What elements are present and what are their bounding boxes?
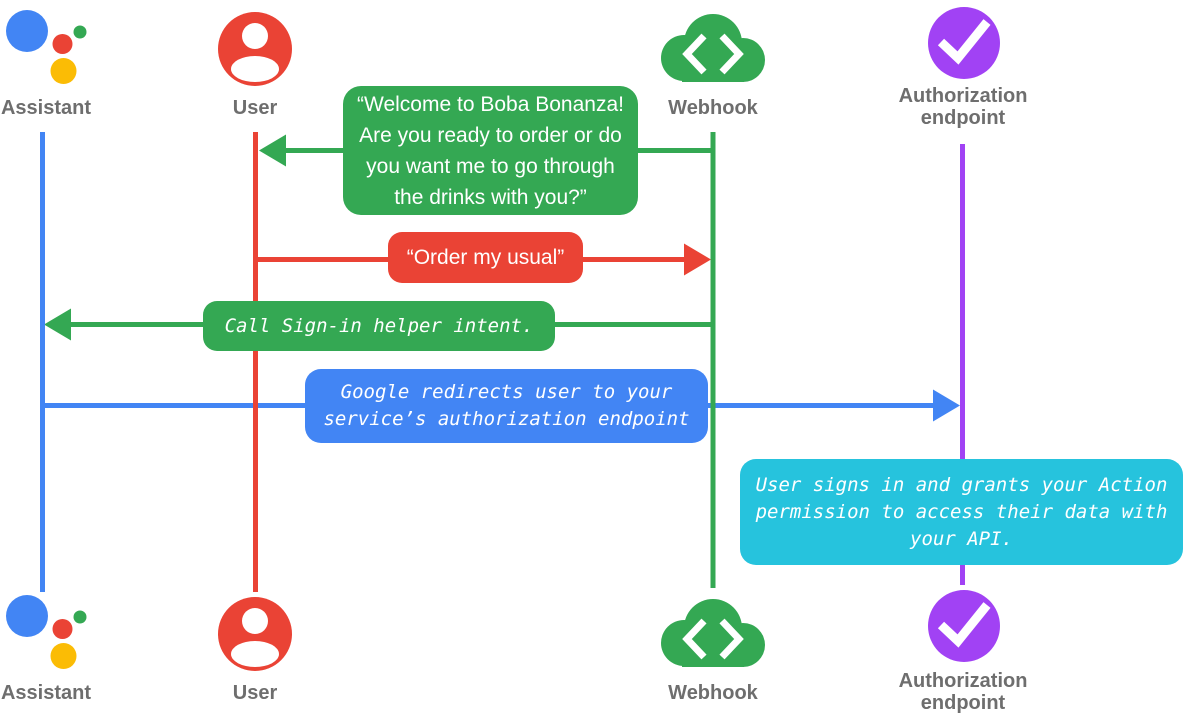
checkmark-circle-icon [928, 7, 1000, 79]
message-bubble-sign-in-helper: Call Sign-in helper intent. [203, 301, 555, 351]
message-bubble-order-my-usual: “Order my usual” [388, 232, 583, 283]
user-avatar-icon [218, 597, 292, 671]
google-assistant-icon [6, 595, 87, 669]
actor-label-authorization-endpoint: Authorization endpoint [898, 85, 1028, 129]
actor-label-webhook: Webhook [668, 97, 758, 119]
actor-label-assistant: Assistant [0, 97, 92, 119]
actor-label-webhook: Webhook [668, 682, 758, 704]
user-avatar-icon [218, 12, 292, 86]
message-bubble-redirect: Google redirects user to your service’s … [305, 369, 708, 443]
actor-label-user: User [232, 97, 278, 119]
checkmark-circle-icon [928, 590, 1000, 662]
google-assistant-icon [6, 10, 87, 84]
cloud-code-icon [661, 599, 765, 667]
cloud-code-icon [661, 14, 765, 82]
message-bubble-welcome: “Welcome to Boba Bonanza! Are you ready … [343, 86, 638, 215]
actor-label-authorization-endpoint: Authorization endpoint [898, 670, 1028, 714]
note-bubble-user-signs-in: User signs in and grants your Action per… [740, 459, 1183, 565]
actor-label-assistant: Assistant [0, 682, 92, 704]
actor-label-user: User [232, 682, 278, 704]
